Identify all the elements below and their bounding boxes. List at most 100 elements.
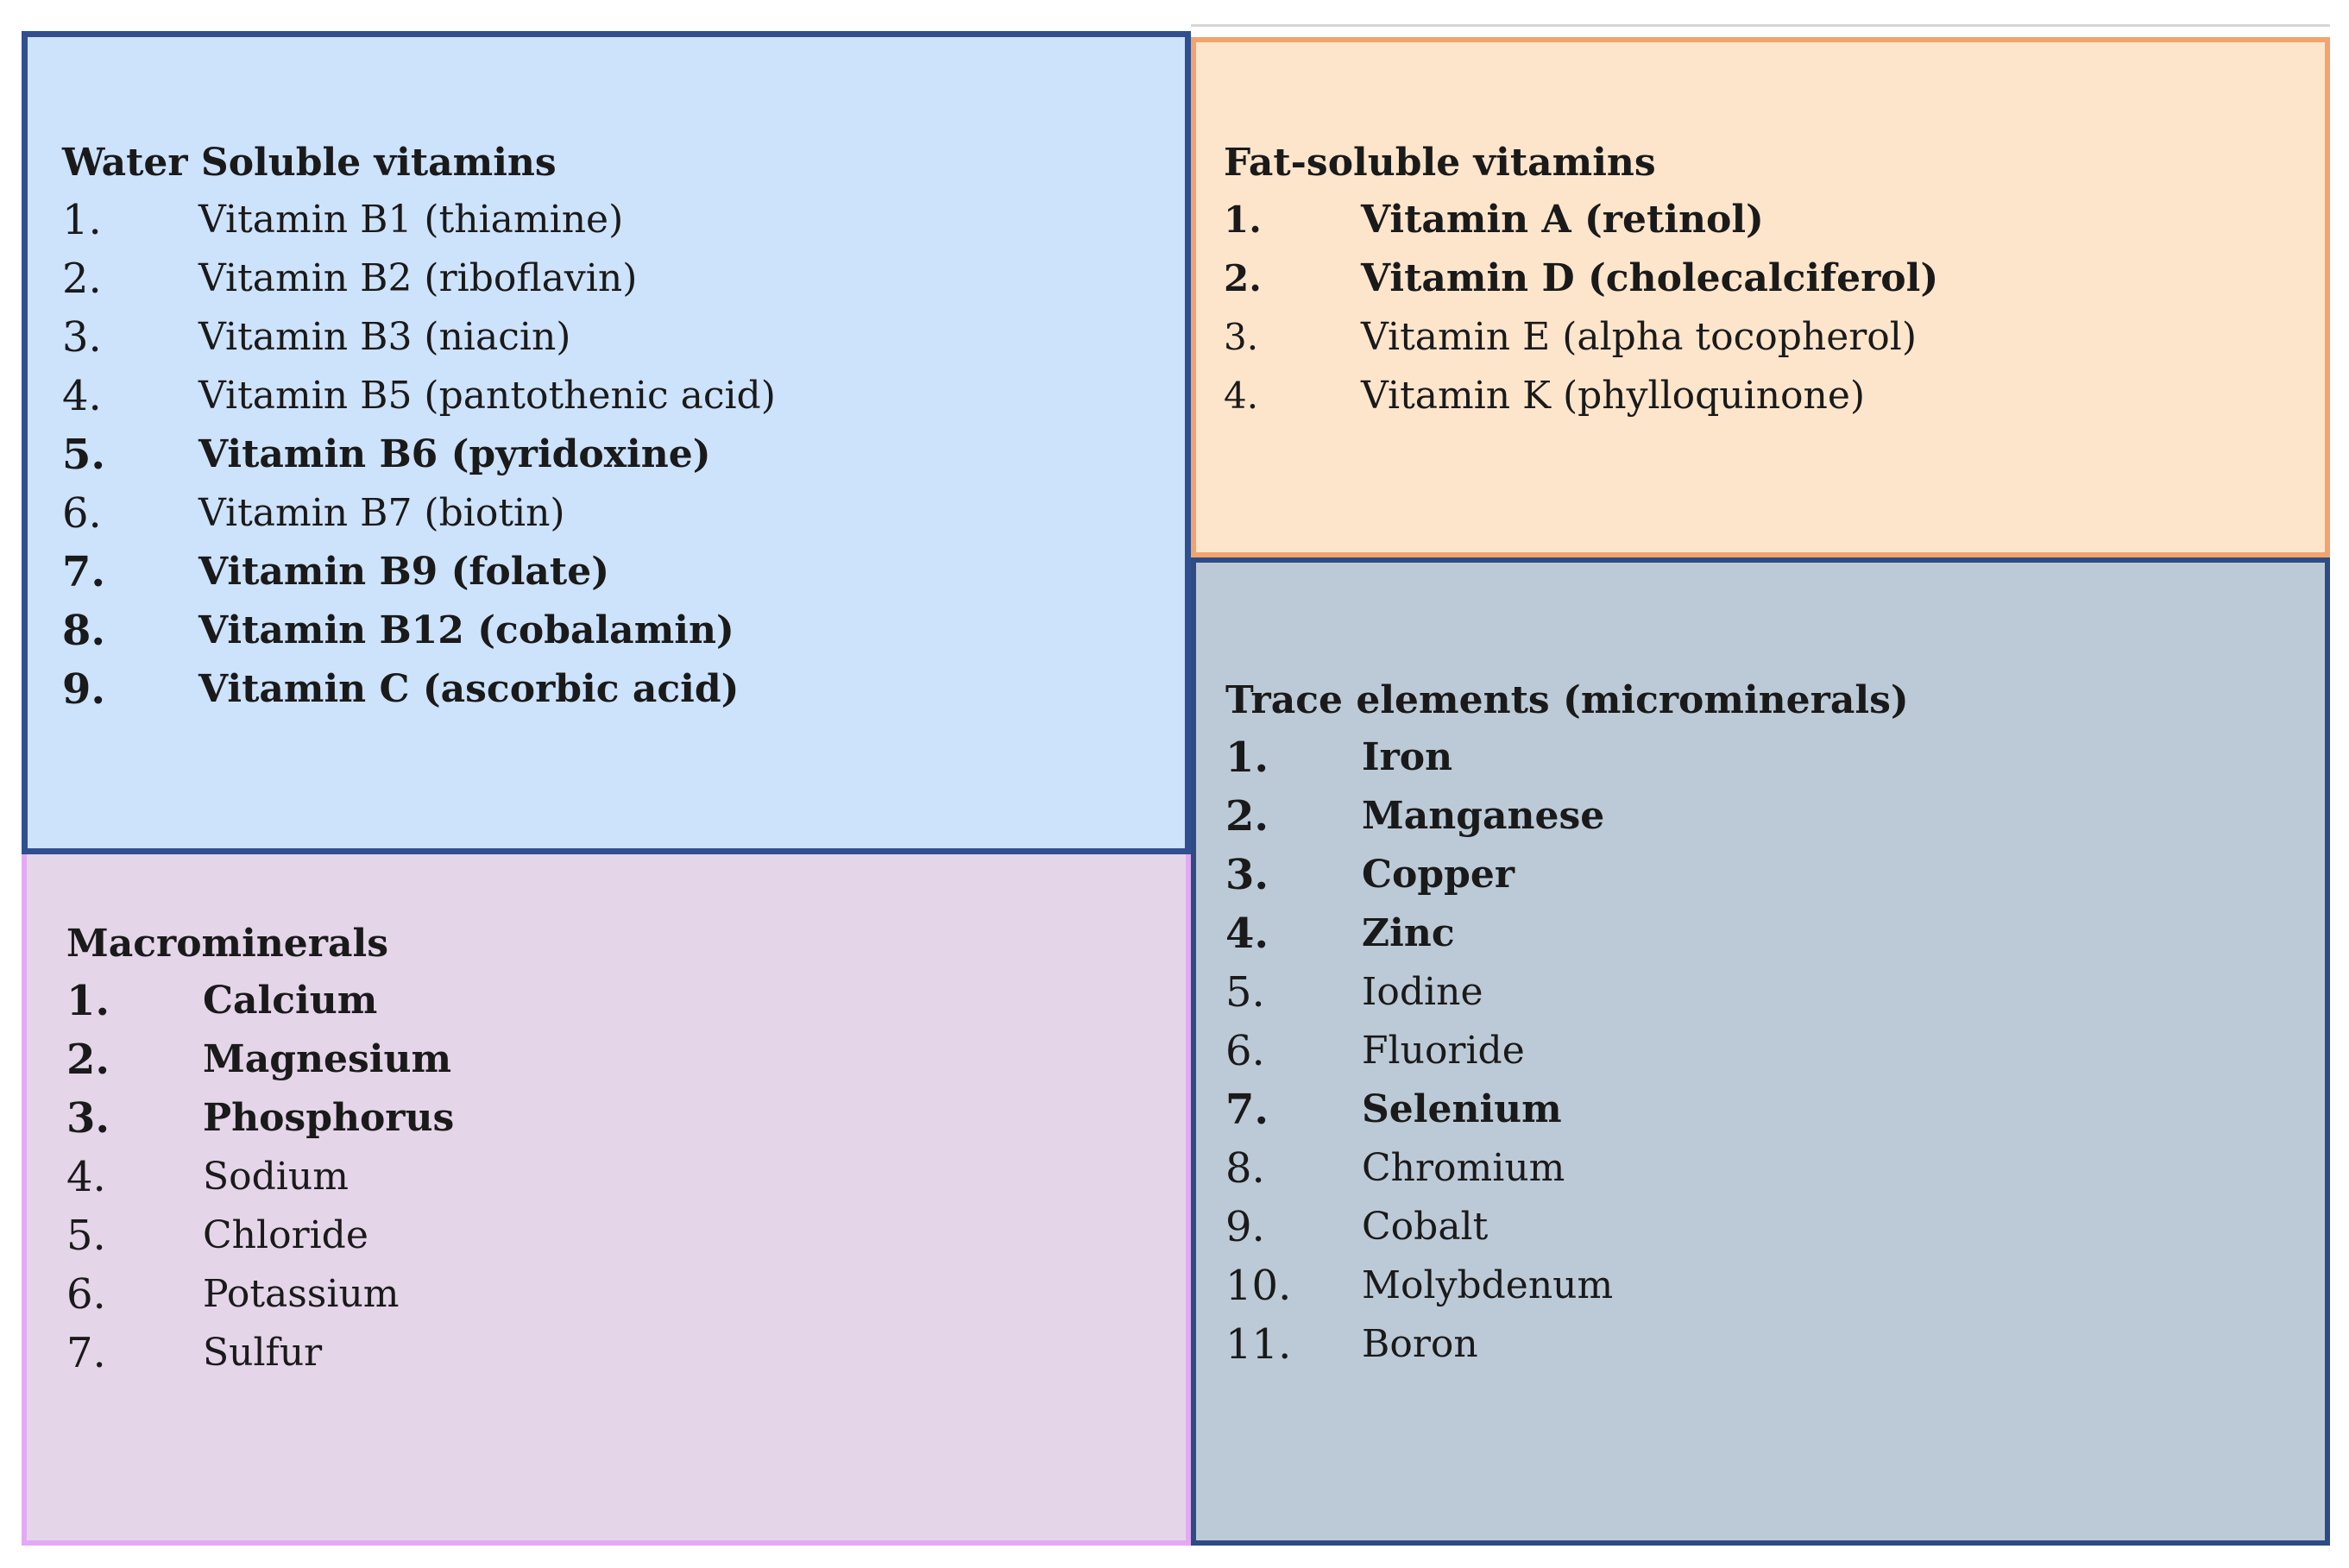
water-item-label: Vitamin C (ascorbic acid) bbox=[198, 667, 740, 711]
water-list-item: 5.Vitamin B6 (pyridoxine) bbox=[62, 425, 1098, 484]
water-item-number: 8. bbox=[62, 607, 106, 655]
trace-item-label: Molybdenum bbox=[1362, 1263, 1614, 1307]
trace-item-label: Boron bbox=[1362, 1322, 1478, 1366]
water-list-item: 6. Vitamin B7 (biotin) bbox=[62, 484, 1098, 543]
macro-list-item: 3. Phosphorus bbox=[66, 1089, 1102, 1148]
water-item-label: Vitamin B1 (thiamine) bbox=[198, 198, 624, 242]
macro-item-number: 7. bbox=[66, 1329, 106, 1377]
water-list-item: 3. Vitamin B3 (niacin) bbox=[62, 308, 1098, 367]
fat-item-number: 3. bbox=[1224, 316, 1259, 358]
trace-item-label: Fluoride bbox=[1362, 1029, 1525, 1073]
fat-item-number: 2. bbox=[1224, 257, 1262, 299]
trace-list-item: 8. Chromium bbox=[1225, 1139, 2261, 1198]
fat-list-item: 3. Vitamin E (alpha tocopherol) bbox=[1224, 308, 2259, 367]
trace-list-item: 3. Copper bbox=[1225, 846, 2261, 904]
macro-list-item: 4.Sodium bbox=[66, 1148, 1102, 1206]
macrominerals-title: Macrominerals bbox=[66, 922, 388, 966]
water-item-number: 6. bbox=[62, 489, 102, 538]
trace-item-label: Cobalt bbox=[1362, 1205, 1489, 1249]
water-list-item: 7. Vitamin B9 (folate) bbox=[62, 543, 1098, 601]
trace-list-item: 10. Molybdenum bbox=[1225, 1256, 2261, 1315]
trace-item-label: Chromium bbox=[1362, 1146, 1565, 1190]
macro-list-item: 1. Calcium bbox=[66, 972, 1102, 1030]
trace-list-item: 4. Zinc bbox=[1225, 904, 2261, 963]
water-list-item: 9. Vitamin C (ascorbic acid) bbox=[62, 660, 1098, 719]
trace-item-number: 2. bbox=[1225, 792, 1269, 841]
macrominerals-list: 1. Calcium 2. Magnesium 3. Phosphorus 4.Sodium… bbox=[66, 972, 1102, 1382]
water-item-number: 3. bbox=[62, 313, 102, 362]
trace-elements-title: Trace elements (microminerals) bbox=[1225, 678, 1909, 722]
fat-soluble-title: Fat-soluble vitamins bbox=[1224, 141, 1656, 185]
trace-item-number: 5. bbox=[1225, 968, 1265, 1017]
trace-item-number: 4. bbox=[1225, 910, 1269, 958]
macrominerals-panel: Macrominerals 1. Calcium 2. Magnesium 3. Phos… bbox=[22, 854, 1191, 1546]
water-item-label: Vitamin B3 (niacin) bbox=[198, 315, 571, 359]
trace-item-number: 11. bbox=[1225, 1320, 1292, 1369]
trace-list-item: 6. Fluoride bbox=[1225, 1022, 2261, 1080]
macro-list-item: 5. Chloride bbox=[66, 1206, 1102, 1265]
macro-item-number: 4. bbox=[66, 1153, 106, 1201]
fat-item-label: Vitamin D (cholecalciferol) bbox=[1361, 256, 1939, 300]
water-item-label: Vitamin B7 (biotin) bbox=[198, 491, 565, 535]
fat-item-label: Vitamin E (alpha tocopherol) bbox=[1361, 315, 1918, 359]
water-item-label: Vitamin B5 (pantothenic acid) bbox=[198, 374, 776, 418]
fat-item-label: Vitamin K (phylloquinone) bbox=[1361, 374, 1866, 418]
water-item-number: 2. bbox=[62, 255, 102, 303]
fat-item-number: 1. bbox=[1224, 198, 1262, 241]
fat-soluble-list: 1. Vitamin A (retinol) 2. Vitamin D (cholec… bbox=[1224, 191, 2259, 425]
trace-list-item: 1. Iron bbox=[1225, 728, 2261, 787]
macro-item-label: Phosphorus bbox=[203, 1096, 455, 1140]
macro-item-number: 2. bbox=[66, 1036, 110, 1084]
water-item-number: 7. bbox=[62, 548, 106, 596]
water-list-item: 8. Vitamin B12 (cobalamin) bbox=[62, 601, 1098, 660]
trace-item-number: 8. bbox=[1225, 1144, 1265, 1193]
water-soluble-list: 1.Vitamin B1 (thiamine) 2. Vitamin B2 (rib… bbox=[62, 191, 1098, 719]
macro-list-item: 7.Sulfur bbox=[66, 1324, 1102, 1382]
water-item-number: 4. bbox=[62, 372, 102, 420]
fat-list-item: 4. Vitamin K (phylloquinone) bbox=[1224, 367, 2259, 425]
macro-item-label: Calcium bbox=[203, 979, 378, 1023]
water-item-label: Vitamin B6 (pyridoxine) bbox=[198, 432, 711, 476]
water-item-label: Vitamin B9 (folate) bbox=[198, 550, 610, 594]
macro-list-item: 6.Potassium bbox=[66, 1265, 1102, 1324]
macro-item-number: 5. bbox=[66, 1212, 106, 1260]
trace-elements-list: 1. Iron 2. Manganese 3. Copper 4. Zinc 5. Iodine 6… bbox=[1225, 728, 2261, 1374]
water-soluble-vitamins-panel: Water Soluble vitamins 1.Vitamin B1 (thi… bbox=[22, 31, 1191, 854]
trace-item-number: 9. bbox=[1225, 1203, 1265, 1251]
water-item-label: Vitamin B12 (cobalamin) bbox=[198, 608, 734, 652]
water-list-item: 4. Vitamin B5 (pantothenic acid) bbox=[62, 367, 1098, 425]
trace-item-label: Manganese bbox=[1362, 794, 1605, 838]
trace-list-item: 9. Cobalt bbox=[1225, 1198, 2261, 1256]
water-item-label: Vitamin B2 (riboflavin) bbox=[198, 256, 638, 300]
trace-item-label: Selenium bbox=[1362, 1087, 1562, 1131]
water-list-item: 1.Vitamin B1 (thiamine) bbox=[62, 191, 1098, 249]
trace-item-label: Zinc bbox=[1362, 911, 1455, 955]
trace-item-number: 3. bbox=[1225, 851, 1269, 899]
trace-list-item: 5. Iodine bbox=[1225, 963, 2261, 1022]
fat-list-item: 2. Vitamin D (cholecalciferol) bbox=[1224, 249, 2259, 308]
trace-item-label: Iodine bbox=[1362, 970, 1483, 1014]
trace-list-item: 2. Manganese bbox=[1225, 787, 2261, 846]
trace-item-label: Iron bbox=[1362, 735, 1453, 779]
trace-list-item: 11. Boron bbox=[1225, 1315, 2261, 1374]
fat-list-item: 1. Vitamin A (retinol) bbox=[1224, 191, 2259, 249]
trace-item-number: 6. bbox=[1225, 1027, 1265, 1075]
macro-item-number: 3. bbox=[66, 1094, 110, 1143]
trace-elements-panel: Trace elements (microminerals) 1. Iron 2. M… bbox=[1191, 557, 2330, 1546]
macro-item-number: 1. bbox=[66, 977, 110, 1025]
fat-item-number: 4. bbox=[1224, 375, 1259, 417]
water-list-item: 2. Vitamin B2 (riboflavin) bbox=[62, 249, 1098, 308]
trace-item-number: 7. bbox=[1225, 1086, 1269, 1134]
trace-item-number: 10. bbox=[1225, 1262, 1292, 1310]
trace-item-number: 1. bbox=[1225, 734, 1269, 782]
fat-soluble-vitamins-panel: Fat-soluble vitamins 1. Vitamin A (retino… bbox=[1191, 37, 2330, 557]
fat-item-label: Vitamin A (retinol) bbox=[1361, 198, 1764, 242]
water-item-number: 9. bbox=[62, 665, 106, 714]
macro-item-label: Potassium bbox=[203, 1272, 400, 1316]
macro-item-label: Magnesium bbox=[203, 1037, 451, 1081]
top-divider-line bbox=[1191, 24, 2330, 27]
trace-item-label: Copper bbox=[1362, 853, 1515, 897]
macro-item-label: Chloride bbox=[203, 1213, 368, 1257]
trace-list-item: 7. Selenium bbox=[1225, 1080, 2261, 1139]
water-soluble-title: Water Soluble vitamins bbox=[62, 141, 557, 185]
